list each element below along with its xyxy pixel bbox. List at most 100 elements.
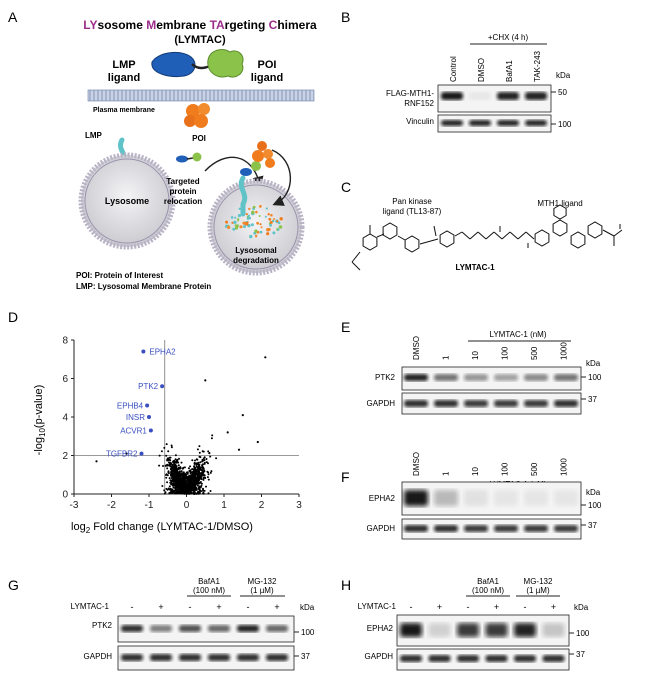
point-label: EPHB4 bbox=[117, 401, 144, 410]
panel-letter-e: E bbox=[341, 319, 350, 335]
data-point bbox=[95, 460, 98, 463]
data-point bbox=[170, 481, 173, 483]
lane-label: 500 bbox=[530, 462, 539, 476]
relocation-label-3: relocation bbox=[164, 197, 202, 206]
degradation-fragment bbox=[259, 223, 262, 226]
x-tick-label: 1 bbox=[221, 500, 227, 511]
data-point bbox=[237, 448, 241, 451]
data-point bbox=[193, 473, 196, 476]
data-point bbox=[197, 467, 200, 470]
data-point bbox=[207, 471, 210, 474]
lane-label: 1000 bbox=[560, 458, 569, 476]
blot-band bbox=[485, 655, 508, 662]
data-point bbox=[197, 488, 200, 490]
bond bbox=[517, 231, 527, 240]
data-point bbox=[178, 492, 181, 495]
blot-band bbox=[434, 400, 458, 407]
data-point bbox=[165, 474, 167, 476]
lane-label: Control bbox=[449, 56, 458, 82]
volcano-xlabel: log2 Fold change (LYMTAC-1/DMSO) bbox=[71, 521, 253, 535]
blot-band bbox=[464, 490, 488, 506]
blot-band bbox=[150, 625, 172, 632]
data-point bbox=[199, 477, 202, 480]
internalization-arrow bbox=[271, 149, 292, 206]
degradation-fragment bbox=[232, 227, 236, 231]
poi-ligand-label-1: POI bbox=[258, 59, 277, 71]
compound-label: LYMTAC-1 bbox=[455, 263, 495, 272]
blot-label-flag-mth1: FLAG-MTH1-RNF152 bbox=[386, 89, 435, 108]
marker-e-37: 37 bbox=[588, 395, 597, 404]
data-point bbox=[170, 444, 173, 447]
y-tick-label: 8 bbox=[62, 336, 68, 347]
bond bbox=[525, 231, 535, 240]
ring bbox=[587, 221, 603, 239]
blot-band bbox=[494, 525, 518, 532]
treatment-sign: - bbox=[467, 602, 470, 612]
blot-band bbox=[434, 374, 458, 381]
blot-band bbox=[400, 655, 422, 662]
data-point bbox=[183, 466, 186, 469]
data-point bbox=[186, 490, 189, 493]
bond bbox=[501, 231, 511, 240]
panel-letter-a: A bbox=[8, 9, 18, 25]
g-lymtac-label: LYMTAC-1 bbox=[71, 602, 110, 611]
data-point bbox=[166, 481, 169, 484]
bond bbox=[461, 231, 471, 240]
degradation-fragment bbox=[276, 220, 279, 223]
data-point bbox=[193, 478, 196, 481]
x-tick-label: 3 bbox=[296, 500, 302, 511]
data-point bbox=[185, 476, 188, 479]
degradation-fragment bbox=[237, 214, 241, 218]
blot-band bbox=[525, 92, 547, 100]
y-tick-label: 0 bbox=[62, 490, 68, 501]
lane-label: TAK-243 bbox=[533, 50, 542, 82]
x-tick-label: 2 bbox=[259, 500, 265, 511]
treatment-sign: - bbox=[410, 602, 413, 612]
degradation-fragment bbox=[248, 207, 251, 211]
lysosome-label: Lysosome bbox=[105, 196, 149, 206]
data-point bbox=[193, 471, 196, 474]
blot-h-2 bbox=[396, 648, 570, 671]
degradation-fragment bbox=[250, 223, 254, 227]
blot-band bbox=[404, 400, 428, 407]
blot-band bbox=[469, 120, 491, 126]
data-point bbox=[173, 463, 176, 466]
treatment-sign: + bbox=[158, 602, 163, 612]
data-point bbox=[196, 448, 199, 451]
data-point bbox=[180, 477, 182, 480]
data-point bbox=[177, 464, 180, 467]
blot-band bbox=[434, 525, 458, 532]
panel-letter-c: C bbox=[341, 179, 351, 195]
lane-label: BafA1 bbox=[505, 60, 514, 82]
lane-label: DMSO bbox=[477, 58, 486, 82]
data-point bbox=[181, 475, 184, 478]
data-point bbox=[163, 489, 166, 492]
degradation-fragment bbox=[245, 213, 248, 216]
data-point bbox=[183, 479, 186, 482]
bond bbox=[469, 231, 479, 240]
degradation-fragment bbox=[267, 213, 270, 216]
data-point bbox=[196, 491, 199, 493]
blot-band bbox=[266, 625, 288, 632]
data-point bbox=[209, 455, 212, 458]
degradation-fragment bbox=[249, 234, 253, 239]
panel-g: BafA1 (100 nM) MG-132 (1 µM) LYMTAC-1 -+… bbox=[71, 577, 315, 671]
blot-label-epha2-h: EPHA2 bbox=[367, 624, 394, 633]
bond bbox=[477, 231, 487, 240]
data-point bbox=[197, 475, 199, 478]
data-point bbox=[196, 484, 199, 487]
blot-band bbox=[485, 623, 508, 637]
data-point bbox=[192, 492, 195, 495]
data-point bbox=[205, 458, 208, 460]
blot-f-2 bbox=[401, 518, 582, 540]
ring bbox=[382, 222, 398, 240]
data-point bbox=[179, 466, 182, 469]
data-point bbox=[210, 437, 213, 440]
data-point bbox=[198, 491, 201, 494]
data-point bbox=[185, 488, 188, 491]
blot-band bbox=[121, 625, 143, 632]
blot-band bbox=[121, 654, 143, 661]
panel-letter-f: F bbox=[341, 469, 350, 485]
